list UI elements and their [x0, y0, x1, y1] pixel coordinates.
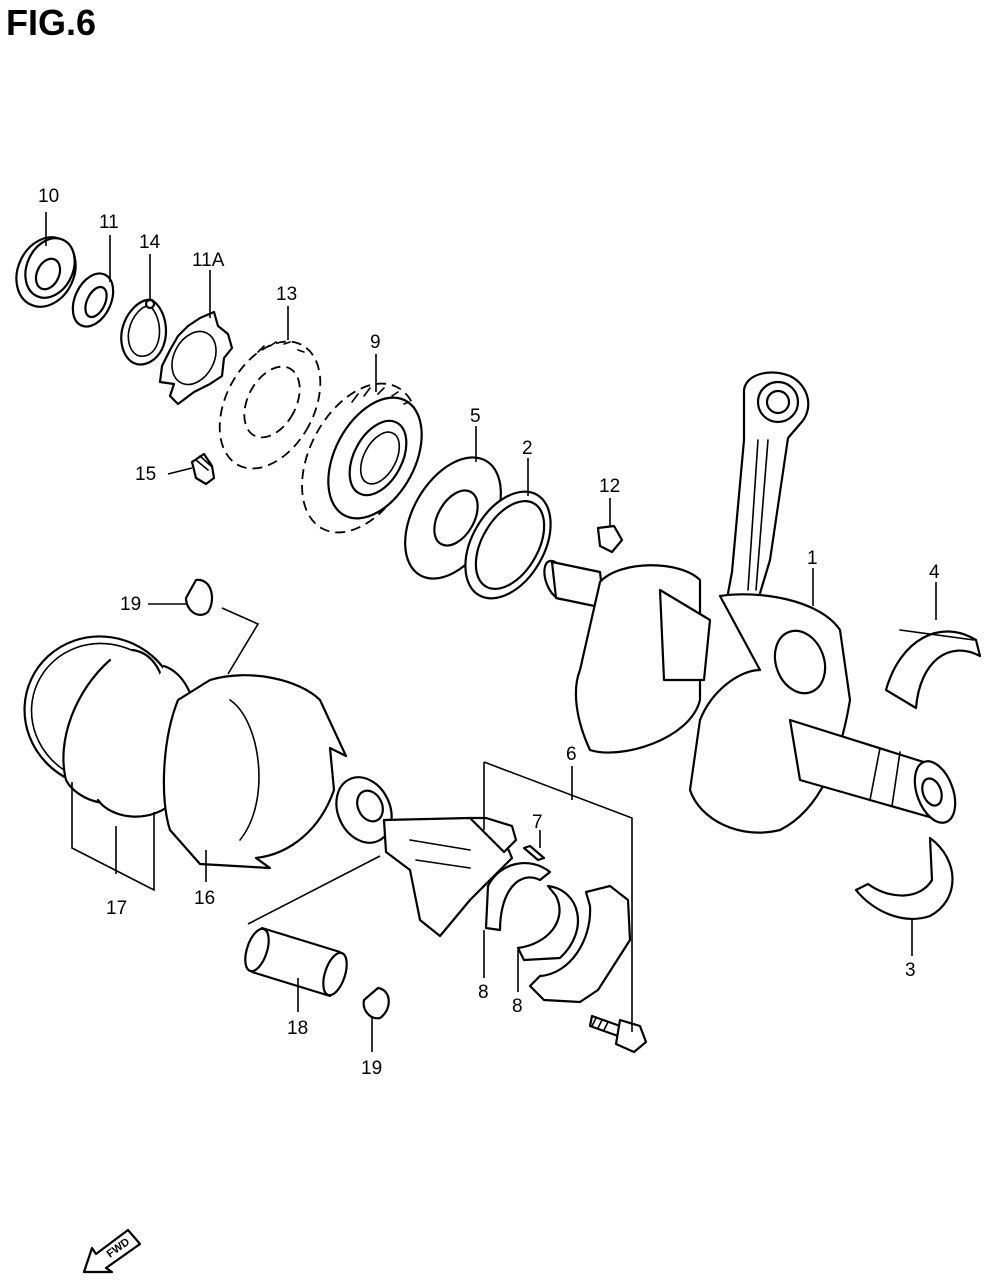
callout-17: 17: [106, 898, 127, 919]
part-1-crankshaft[interactable]: [540, 371, 963, 834]
part-11a-lock-washer[interactable]: [158, 310, 234, 406]
callout-11a: 11A: [192, 250, 225, 271]
part-7-pin[interactable]: [522, 844, 546, 862]
callout-15: 15: [135, 464, 156, 485]
callout-1: 1: [807, 548, 818, 569]
part-6-rod-cap[interactable]: [528, 884, 632, 1004]
part-9-gear[interactable]: [278, 364, 441, 552]
leader-lines: [45, 212, 937, 1052]
callout-8-b: 8: [512, 996, 523, 1017]
callout-19-lower: 19: [361, 1058, 382, 1079]
part-6-connecting-rod[interactable]: [326, 768, 518, 938]
callout-7: 7: [532, 812, 543, 833]
part-14-circlip[interactable]: [120, 298, 168, 366]
part-11-washer[interactable]: [65, 267, 121, 333]
callout-2: 2: [522, 438, 533, 459]
callout-8-a: 8: [478, 982, 489, 1003]
part-13-timing-rotor[interactable]: [199, 324, 341, 485]
callout-9: 9: [370, 332, 381, 353]
part-3-bearing-lower[interactable]: [854, 836, 954, 920]
callout-labels: 10 11 14 11A 13 9 15 5 2 12 1 4 19 6 7 1…: [38, 186, 940, 1079]
part-18-piston-pin[interactable]: [241, 926, 352, 998]
part-10-oil-seal[interactable]: [5, 228, 86, 317]
part-4-bearing-upper[interactable]: [884, 629, 982, 710]
callout-3: 3: [905, 960, 916, 981]
callout-12: 12: [599, 476, 620, 497]
callout-4: 4: [929, 562, 940, 583]
callout-14: 14: [139, 232, 161, 253]
part-15-bolt[interactable]: [190, 452, 216, 486]
callout-13: 13: [276, 284, 297, 305]
callout-18: 18: [287, 1018, 308, 1039]
part-16-piston[interactable]: [162, 674, 348, 870]
part-8-bearing-shell-b[interactable]: [516, 884, 579, 962]
part-12-key[interactable]: [596, 524, 624, 554]
figure-title: FIG.6: [6, 2, 97, 43]
part-8-bearing-shell-a[interactable]: [484, 862, 552, 932]
part-2-bearing-ring[interactable]: [448, 477, 568, 613]
callout-6: 6: [566, 744, 577, 765]
callout-19-upper: 19: [120, 594, 141, 615]
callout-5: 5: [470, 406, 481, 427]
part-6-rod-cap-bolt[interactable]: [588, 1014, 648, 1054]
callout-16: 16: [194, 888, 215, 909]
fwd-direction-arrow: FWD: [82, 1228, 142, 1274]
part-19-circlip-lower[interactable]: [362, 986, 390, 1020]
callout-10: 10: [38, 186, 59, 207]
callout-11: 11: [99, 212, 119, 233]
part-19-circlip-upper[interactable]: [184, 578, 214, 616]
